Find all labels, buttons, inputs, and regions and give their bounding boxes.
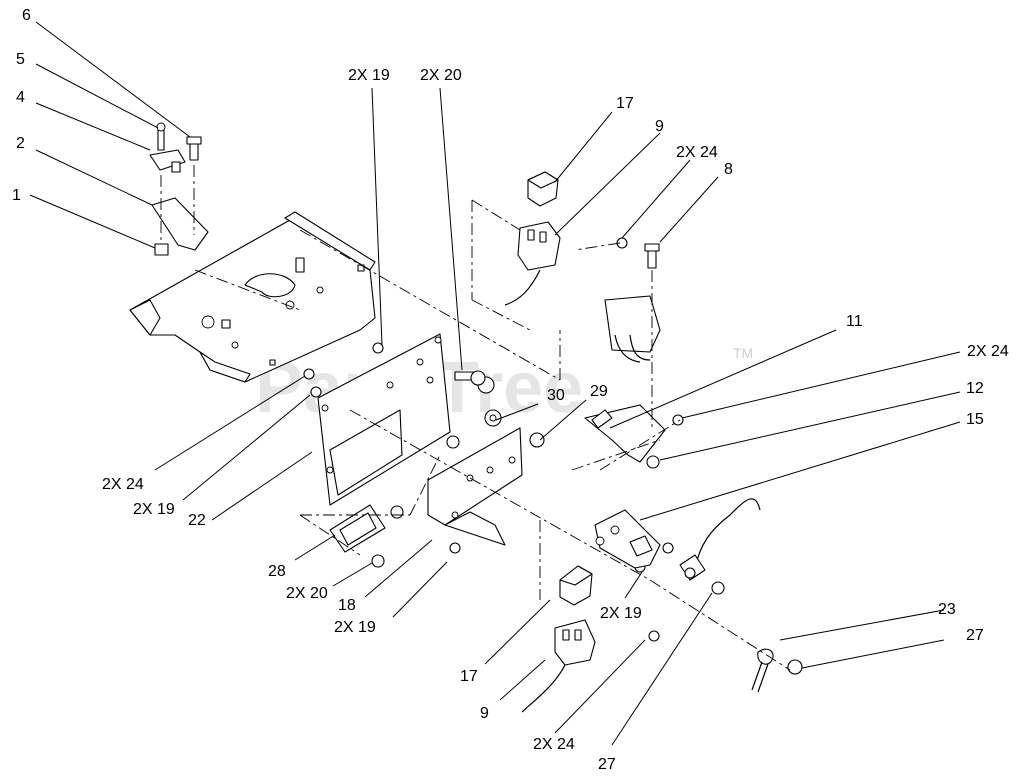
bracket-lower xyxy=(427,427,523,546)
callout-labels: 6 5 4 2 1 2X 19 2X 20 17 9 2X 24 8 11 2X… xyxy=(12,7,1009,773)
bracket-right xyxy=(584,404,666,463)
callout-17-top: 17 xyxy=(616,95,634,112)
callout-9-top: 9 xyxy=(655,118,664,135)
callout-2x24-left: 2X 24 xyxy=(102,476,144,493)
callout-2x19-bottom: 2X 19 xyxy=(334,619,376,636)
battery-cable xyxy=(679,498,761,581)
watermark-trademark: TM xyxy=(733,345,753,361)
callout-2x19-top: 2X 19 xyxy=(348,67,390,84)
relay-top xyxy=(527,171,559,207)
callout-2x24-bottom: 2X 24 xyxy=(533,736,575,753)
callout-2x24-right: 2X 24 xyxy=(967,343,1009,360)
callout-1: 1 xyxy=(12,187,21,204)
callout-2: 2 xyxy=(16,135,25,152)
leader-lines xyxy=(29,21,961,746)
callout-6: 6 xyxy=(22,7,31,24)
fastener-set xyxy=(303,237,803,675)
wire-connector xyxy=(604,295,661,363)
callout-11: 11 xyxy=(846,313,863,330)
callout-18: 18 xyxy=(338,597,356,614)
callout-2x19-mid: 2X 19 xyxy=(600,605,642,622)
callout-23: 23 xyxy=(938,601,956,618)
assembly-lines xyxy=(194,199,791,671)
callout-27-right: 27 xyxy=(966,627,984,644)
callout-22: 22 xyxy=(188,512,206,529)
callout-9-bottom: 9 xyxy=(480,705,489,722)
callout-17-bottom: 17 xyxy=(460,668,478,685)
center-panel xyxy=(317,333,451,506)
callout-15: 15 xyxy=(966,411,984,428)
callout-12: 12 xyxy=(966,380,984,397)
main-mounting-plate xyxy=(129,211,376,383)
callout-2x20-top: 2X 20 xyxy=(420,67,462,84)
callout-2x20-bottom: 2X 20 xyxy=(286,585,328,602)
callout-8: 8 xyxy=(724,161,733,178)
solenoid-bracket xyxy=(594,509,661,569)
switch-housing xyxy=(329,504,386,553)
callout-4: 4 xyxy=(16,89,25,106)
relay-socket-bottom xyxy=(521,619,596,713)
callout-5: 5 xyxy=(16,51,25,68)
callout-2x24-top: 2X 24 xyxy=(676,144,718,161)
callout-28: 28 xyxy=(268,563,286,580)
callout-29: 29 xyxy=(590,383,608,400)
relay-bottom xyxy=(559,565,593,606)
ground-cable xyxy=(751,648,774,693)
relay-socket-top xyxy=(504,221,561,306)
callout-27-bottom: 27 xyxy=(598,756,616,773)
switch-bracket-assembly xyxy=(149,122,209,256)
callout-30: 30 xyxy=(547,387,565,404)
callout-2x19-left: 2X 19 xyxy=(133,501,175,518)
